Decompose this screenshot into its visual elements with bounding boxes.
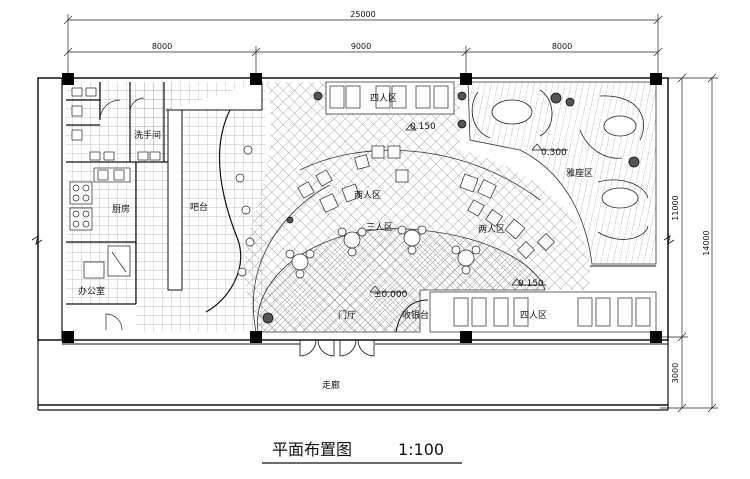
label-four-person-bottom: 四人区 <box>520 310 547 321</box>
two-person-tables-right <box>459 173 555 259</box>
dim-top-total: 25000 <box>350 10 375 19</box>
office-furniture <box>83 245 131 331</box>
arc-divider <box>299 149 541 201</box>
dim-right-lower: 3000 <box>671 363 680 383</box>
four-person-booths-bottom <box>429 291 657 333</box>
kitchen-equipment <box>69 167 131 231</box>
cashier-counter <box>395 299 429 333</box>
dim-top-seg-1: 8000 <box>152 42 172 51</box>
drawing-title: 平面布置图 <box>272 440 352 459</box>
bar-counter <box>166 82 263 313</box>
label-two-person-right: 两人区 <box>478 224 505 235</box>
three-person-tables <box>285 225 481 279</box>
label-restroom: 洗手间 <box>134 129 161 141</box>
right-dimension-lines <box>660 73 718 413</box>
interior-walls-left <box>66 82 168 305</box>
plant-icons <box>262 91 640 324</box>
structural-columns <box>62 73 662 343</box>
top-dimension-lines <box>63 14 663 76</box>
restroom-fixtures <box>71 87 161 161</box>
label-office: 办公室 <box>78 285 105 297</box>
dim-top-seg-3: 8000 <box>552 42 572 51</box>
label-cashier: 收银台 <box>402 309 429 321</box>
outer-walls <box>37 77 669 411</box>
label-four-person-top: 四人区 <box>370 93 397 104</box>
drawing-scale: 1:100 <box>398 440 444 459</box>
wall-break-marks <box>31 235 675 245</box>
elegant-zone-sofas <box>471 89 649 240</box>
level-0300: 0.300 <box>541 148 567 158</box>
label-bar: 吧台 <box>190 201 208 213</box>
dim-top-seg-2: 9000 <box>351 42 371 51</box>
four-person-booths-top <box>325 81 455 115</box>
label-corridor: 走廊 <box>322 379 340 391</box>
label-lobby: 门厅 <box>338 309 356 321</box>
entrance-doors <box>299 339 375 357</box>
label-elegant-zone: 雅座区 <box>566 167 593 179</box>
arc-divider-2 <box>253 184 331 333</box>
level-0150-bottom: 0.150 <box>518 279 544 289</box>
dim-right-upper: 11000 <box>671 195 680 220</box>
level-marks <box>369 123 568 293</box>
level-0000: ±0.000 <box>374 290 408 300</box>
level-0150-top: 0.150 <box>410 122 436 132</box>
two-person-tables-left <box>297 145 409 213</box>
label-two-person-left: 两人区 <box>354 190 381 201</box>
label-three-person: 三人区 <box>366 222 393 233</box>
label-kitchen: 厨房 <box>112 203 130 215</box>
dim-right-total: 14000 <box>702 230 711 255</box>
